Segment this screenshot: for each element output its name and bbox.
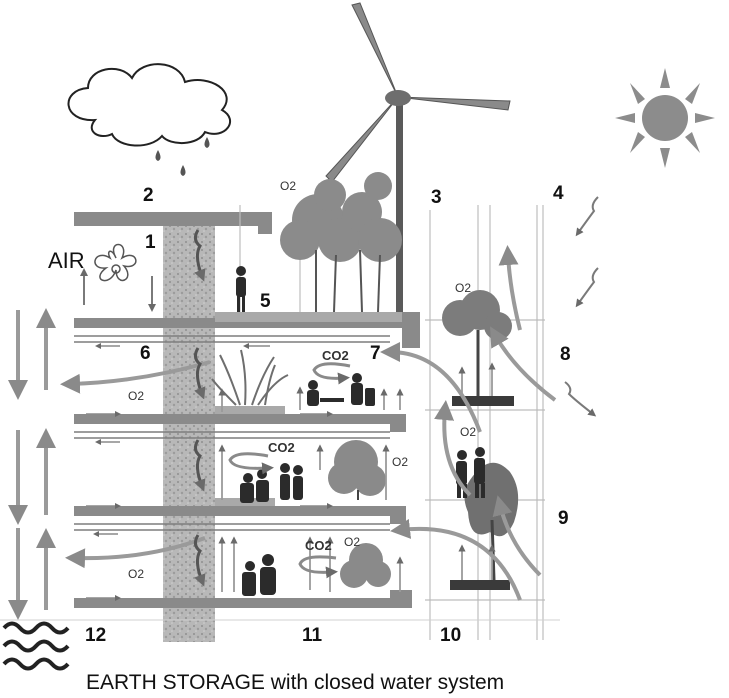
callout-7: 7 [370, 343, 381, 364]
co2-loop-arrows [228, 362, 351, 579]
callout-10: 10 [440, 625, 461, 646]
ceiling-flow-arrows [86, 343, 333, 601]
interior-air-arrows [218, 362, 496, 592]
callout-6: 6 [140, 343, 151, 364]
ceiling-ducts [74, 335, 390, 531]
callout-12: 12 [85, 625, 106, 646]
o2-label: O2 [392, 455, 408, 469]
o2-label: O2 [280, 179, 296, 193]
airflow-arrows [8, 245, 557, 620]
roof-garden-deck [74, 312, 420, 348]
callout-5: 5 [260, 291, 271, 312]
wind-turbine-icon [325, 2, 511, 315]
callout-3: 3 [431, 187, 442, 208]
wave-icon [2, 621, 70, 671]
o2-label: O2 [344, 535, 360, 549]
o2-label: O2 [455, 281, 471, 295]
wind-arrows [564, 196, 599, 417]
cloud-icon [67, 63, 232, 147]
callout-4: 4 [553, 183, 564, 204]
co2-label: CO2 [305, 538, 332, 553]
o2-label: O2 [128, 567, 144, 581]
o2-label: O2 [460, 425, 476, 439]
co2-label: CO2 [322, 348, 349, 363]
plant-icon [211, 349, 289, 406]
callout-2: 2 [143, 185, 154, 206]
shaft-down-arrows [193, 229, 206, 587]
o2-label: O2 [128, 389, 144, 403]
sun-icon [615, 68, 715, 168]
air-label: AIR [48, 248, 85, 273]
air-arrows [80, 268, 156, 312]
co2-label: CO2 [268, 440, 295, 455]
person-icon [236, 266, 485, 596]
callout-9: 9 [558, 508, 569, 529]
callout-1: 1 [145, 232, 156, 253]
tree-icon [280, 172, 519, 588]
raindrop-icon [155, 137, 210, 176]
air-flower-icon [94, 243, 137, 282]
callout-8: 8 [560, 344, 571, 365]
callout-11: 11 [302, 625, 323, 646]
earth-storage-caption: EARTH STORAGE with closed water system [86, 671, 504, 694]
balcony-planters [450, 396, 514, 590]
